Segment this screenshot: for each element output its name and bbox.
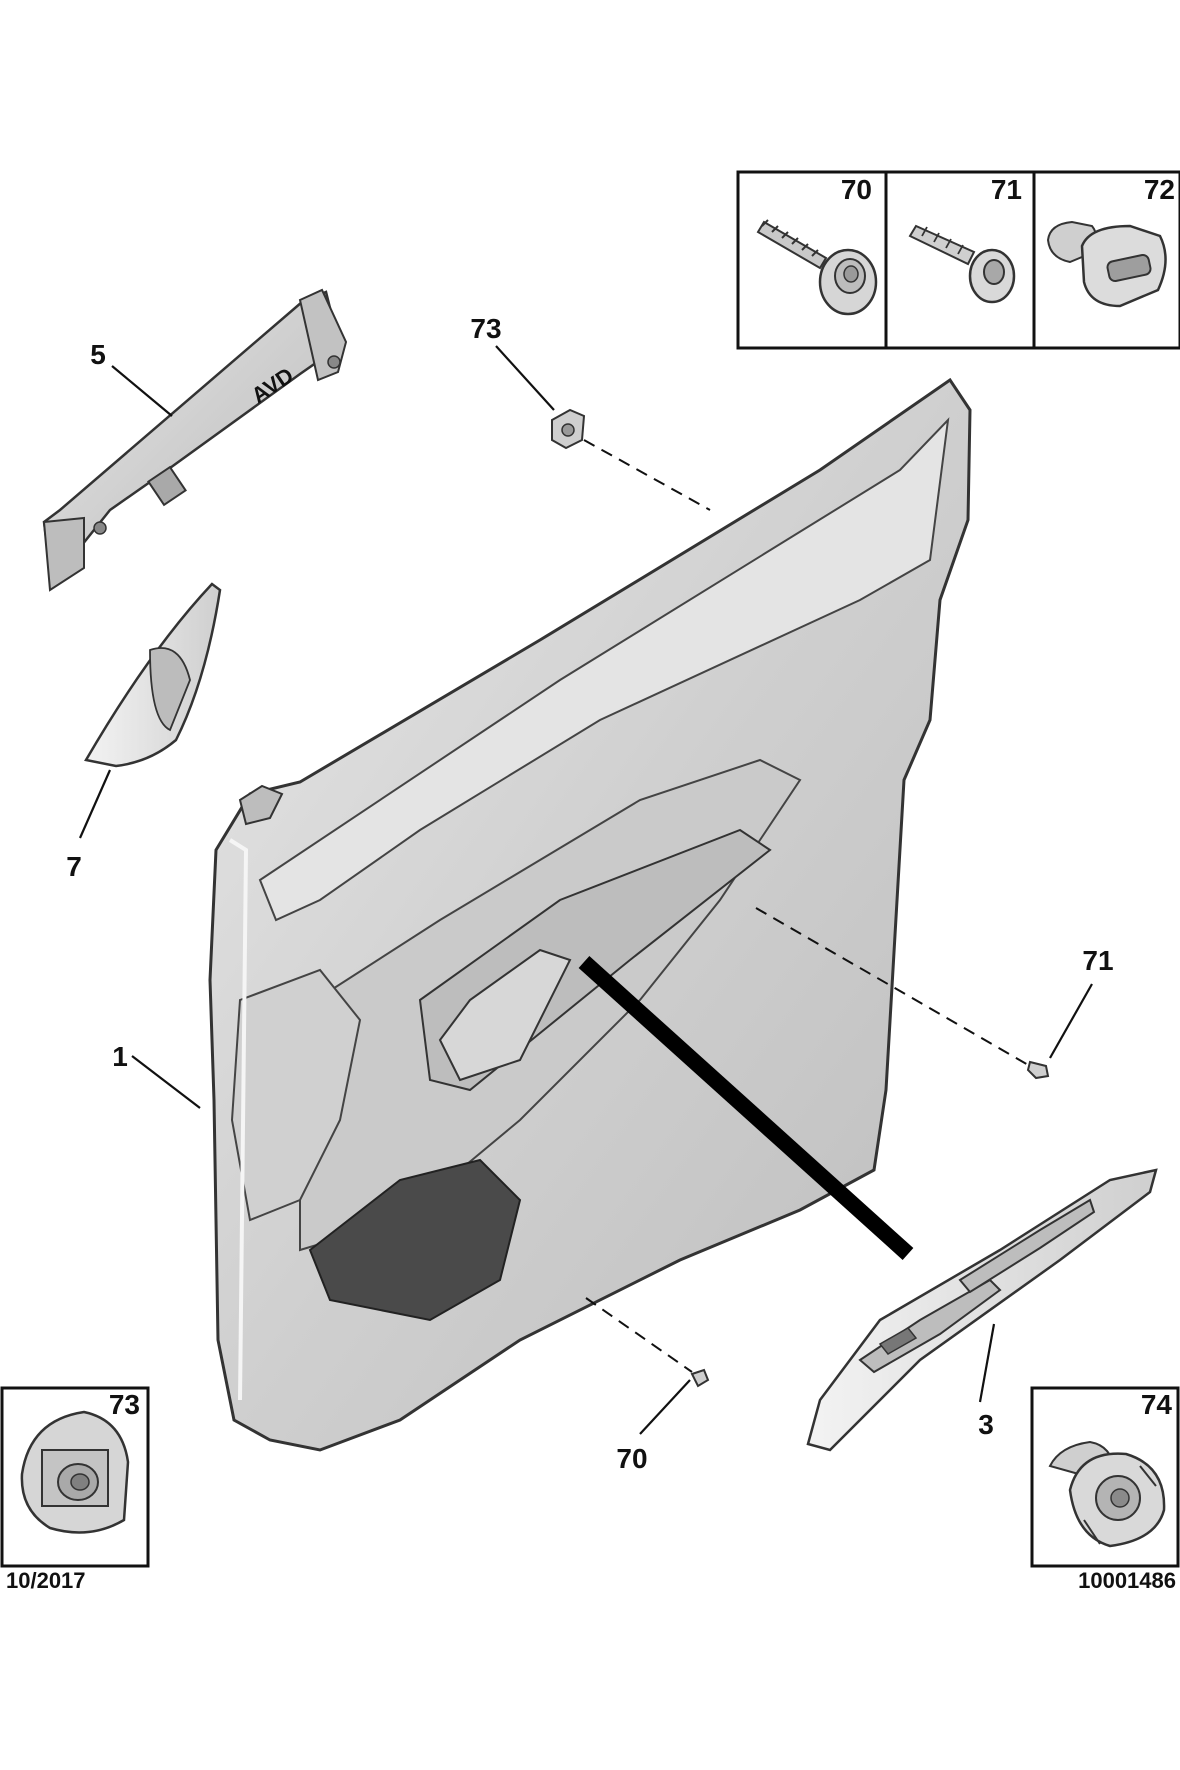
screw-70-floating: [690, 1368, 710, 1388]
callout-1: 1: [112, 1041, 128, 1072]
inset-label-74: 74: [1141, 1389, 1173, 1420]
clip-73-icon: [20, 1410, 130, 1534]
clip-74-icon: [1048, 1440, 1166, 1548]
callout-70: 70: [616, 1443, 647, 1474]
footer-reference: 10001486: [1078, 1568, 1176, 1593]
screw-70-icon: [756, 219, 878, 316]
inset-label-70: 70: [841, 174, 872, 205]
inset-label-73: 73: [109, 1389, 140, 1420]
inset-box-74: 74: [1030, 1386, 1180, 1568]
inset-box-72: 72: [1032, 170, 1180, 350]
screw-71-icon: [908, 224, 1016, 304]
leader-71: [1049, 983, 1093, 1059]
clip-72-icon: [1046, 220, 1167, 308]
leader-1: [131, 1055, 201, 1109]
leader-5: [111, 365, 173, 417]
trim-part-7: [84, 582, 222, 768]
inset-label-72: 72: [1144, 174, 1175, 205]
dashed-line-73: [583, 439, 711, 511]
dashed-line-71: [755, 907, 1031, 1067]
inset-box-71: 71: [884, 170, 1036, 350]
leader-7: [78, 769, 112, 839]
leader-3: [978, 1323, 996, 1403]
callout-71: 71: [1082, 945, 1113, 976]
inset-box-73: 73: [0, 1386, 150, 1568]
clip-73-floating: [551, 408, 586, 450]
callout-7: 7: [66, 851, 82, 882]
door-panel-part-1: [208, 377, 972, 1452]
screw-71-floating: [1026, 1060, 1050, 1080]
footer-date: 10/2017: [6, 1568, 86, 1593]
dashed-line-70: [585, 1297, 693, 1373]
leader-73: [495, 345, 555, 411]
callout-5: 5: [90, 339, 106, 370]
switch-bezel-part-3: [806, 1168, 1158, 1452]
bracket-part-5: AVD: [42, 288, 348, 592]
inset-label-71: 71: [991, 174, 1022, 205]
callout-73: 73: [470, 313, 501, 344]
inset-box-70: 70: [736, 170, 888, 350]
leader-70: [639, 1379, 691, 1435]
bezel-pointer-arrow: [578, 956, 914, 1260]
callout-3: 3: [978, 1409, 994, 1440]
